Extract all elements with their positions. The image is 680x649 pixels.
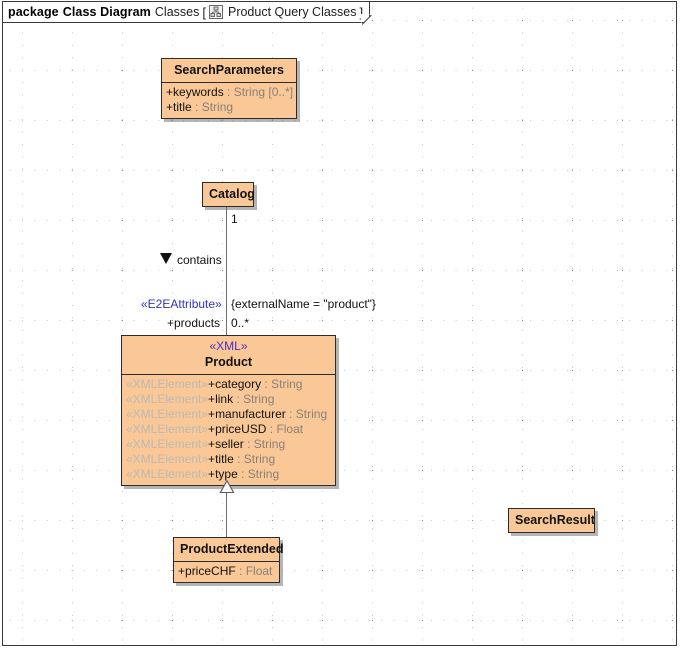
- attribute-stereotype: «XMLElement»: [126, 452, 208, 466]
- association-target-role: +products: [167, 316, 220, 330]
- frame-bracket-open: [: [202, 5, 206, 20]
- attribute-visibility: +: [208, 392, 215, 406]
- attribute-type: Float: [246, 564, 273, 578]
- frame-inner-name: Product Query Classes: [228, 5, 357, 19]
- attribute-row[interactable]: «XMLElement»+title : String: [126, 452, 331, 467]
- attribute-type: String: [244, 452, 275, 466]
- attribute-name: manufacturer: [215, 407, 286, 421]
- class-attributes-search-parameters: +keywords : String [0..*] +title : Strin…: [162, 83, 296, 118]
- attribute-name: seller: [215, 437, 244, 451]
- frame-diagram-type: Class Diagram: [63, 5, 151, 19]
- class-box-product-extended[interactable]: ProductExtended +priceCHF : Float: [173, 537, 280, 583]
- association-role-stereotype: «E2EAttribute»: [141, 297, 222, 311]
- class-header-catalog: Catalog: [203, 183, 253, 206]
- attribute-row[interactable]: «XMLElement»+link : String: [126, 392, 331, 407]
- attribute-row[interactable]: «XMLElement»+manufacturer : String: [126, 407, 331, 422]
- association-direction-triangle: [160, 253, 172, 264]
- class-box-search-parameters[interactable]: SearchParameters +keywords : String [0..…: [161, 58, 297, 119]
- attribute-stereotype: «XMLElement»: [126, 392, 208, 406]
- class-header-product: «XML» Product: [122, 336, 335, 375]
- attribute-type: String: [254, 437, 285, 451]
- class-stereotype-product: «XML»: [128, 339, 329, 354]
- attribute-visibility: +: [178, 564, 185, 578]
- attribute-row[interactable]: +title : String: [166, 100, 292, 115]
- attribute-separator: :: [233, 392, 243, 406]
- attribute-separator: :: [244, 437, 254, 451]
- attribute-row[interactable]: +priceCHF : Float: [178, 564, 275, 579]
- class-name-product-extended: ProductExtended: [180, 541, 273, 557]
- class-name-search-result: SearchResult: [515, 512, 588, 528]
- attribute-visibility: +: [208, 437, 215, 451]
- frame-keyword: package: [8, 5, 59, 19]
- attribute-visibility: +: [166, 85, 173, 99]
- association-constraint: {externalName = "product"}: [231, 297, 376, 311]
- class-name-search-parameters: SearchParameters: [168, 62, 290, 78]
- class-box-product[interactable]: «XML» Product «XMLElement»+category : St…: [121, 335, 336, 486]
- attribute-visibility: +: [208, 407, 215, 421]
- attribute-stereotype: «XMLElement»: [126, 467, 208, 481]
- attribute-separator: :: [234, 452, 244, 466]
- attribute-name: type: [215, 467, 238, 481]
- generalization-arrowhead: [219, 480, 235, 494]
- attribute-separator: :: [266, 422, 276, 436]
- attribute-name: title: [215, 452, 234, 466]
- generalization-line-productextended-product[interactable]: [226, 492, 227, 537]
- attribute-type: String: [202, 100, 233, 114]
- package-frame-tab[interactable]: package Class Diagram Classes [ Product …: [3, 2, 370, 23]
- attribute-row[interactable]: «XMLElement»+seller : String: [126, 437, 331, 452]
- attribute-name: category: [215, 377, 261, 391]
- attribute-type: String [0..*]: [234, 85, 293, 99]
- class-box-search-result[interactable]: SearchResult: [508, 508, 595, 533]
- attribute-visibility: +: [208, 377, 215, 391]
- attribute-name: title: [173, 100, 192, 114]
- attribute-name: priceUSD: [215, 422, 266, 436]
- attribute-row[interactable]: +keywords : String [0..*]: [166, 85, 292, 100]
- association-source-multiplicity: 1: [231, 212, 238, 226]
- class-name-product: Product: [128, 354, 329, 370]
- attribute-separator: :: [224, 85, 234, 99]
- attribute-stereotype: «XMLElement»: [126, 407, 208, 421]
- attribute-name: keywords: [173, 85, 224, 99]
- attribute-type: String: [296, 407, 327, 421]
- attribute-type: String: [243, 392, 274, 406]
- attribute-stereotype: «XMLElement»: [126, 437, 208, 451]
- class-attributes-product-extended: +priceCHF : Float: [174, 562, 279, 582]
- attribute-visibility: +: [208, 422, 215, 436]
- attribute-type: String: [271, 377, 302, 391]
- class-header-search-result: SearchResult: [509, 509, 594, 532]
- class-attributes-product: «XMLElement»+category : String «XMLEleme…: [122, 375, 335, 485]
- class-name-catalog: Catalog: [209, 186, 247, 202]
- attribute-visibility: +: [208, 467, 215, 481]
- attribute-name: priceCHF: [185, 564, 236, 578]
- package-diagram-icon: [209, 5, 223, 19]
- class-header-product-extended: ProductExtended: [174, 538, 279, 562]
- association-line-catalog-product[interactable]: [226, 207, 227, 337]
- attribute-type: Float: [276, 422, 303, 436]
- frame-bracket-close: ]: [360, 5, 364, 20]
- class-header-search-parameters: SearchParameters: [162, 59, 296, 83]
- attribute-separator: :: [236, 564, 246, 578]
- association-target-multiplicity: 0..*: [231, 316, 249, 330]
- frame-package-name: Classes: [155, 5, 199, 19]
- attribute-row[interactable]: «XMLElement»+category : String: [126, 377, 331, 392]
- attribute-name: link: [215, 392, 233, 406]
- attribute-visibility: +: [208, 452, 215, 466]
- attribute-type: String: [248, 467, 279, 481]
- association-name-label: contains: [177, 253, 222, 267]
- attribute-separator: :: [192, 100, 202, 114]
- background-grid: [3, 2, 676, 645]
- attribute-stereotype: «XMLElement»: [126, 422, 208, 436]
- class-box-catalog[interactable]: Catalog: [202, 182, 254, 207]
- attribute-visibility: +: [166, 100, 173, 114]
- attribute-row[interactable]: «XMLElement»+priceUSD : Float: [126, 422, 331, 437]
- attribute-separator: :: [286, 407, 296, 421]
- attribute-stereotype: «XMLElement»: [126, 377, 208, 391]
- attribute-separator: :: [238, 467, 248, 481]
- attribute-separator: :: [261, 377, 271, 391]
